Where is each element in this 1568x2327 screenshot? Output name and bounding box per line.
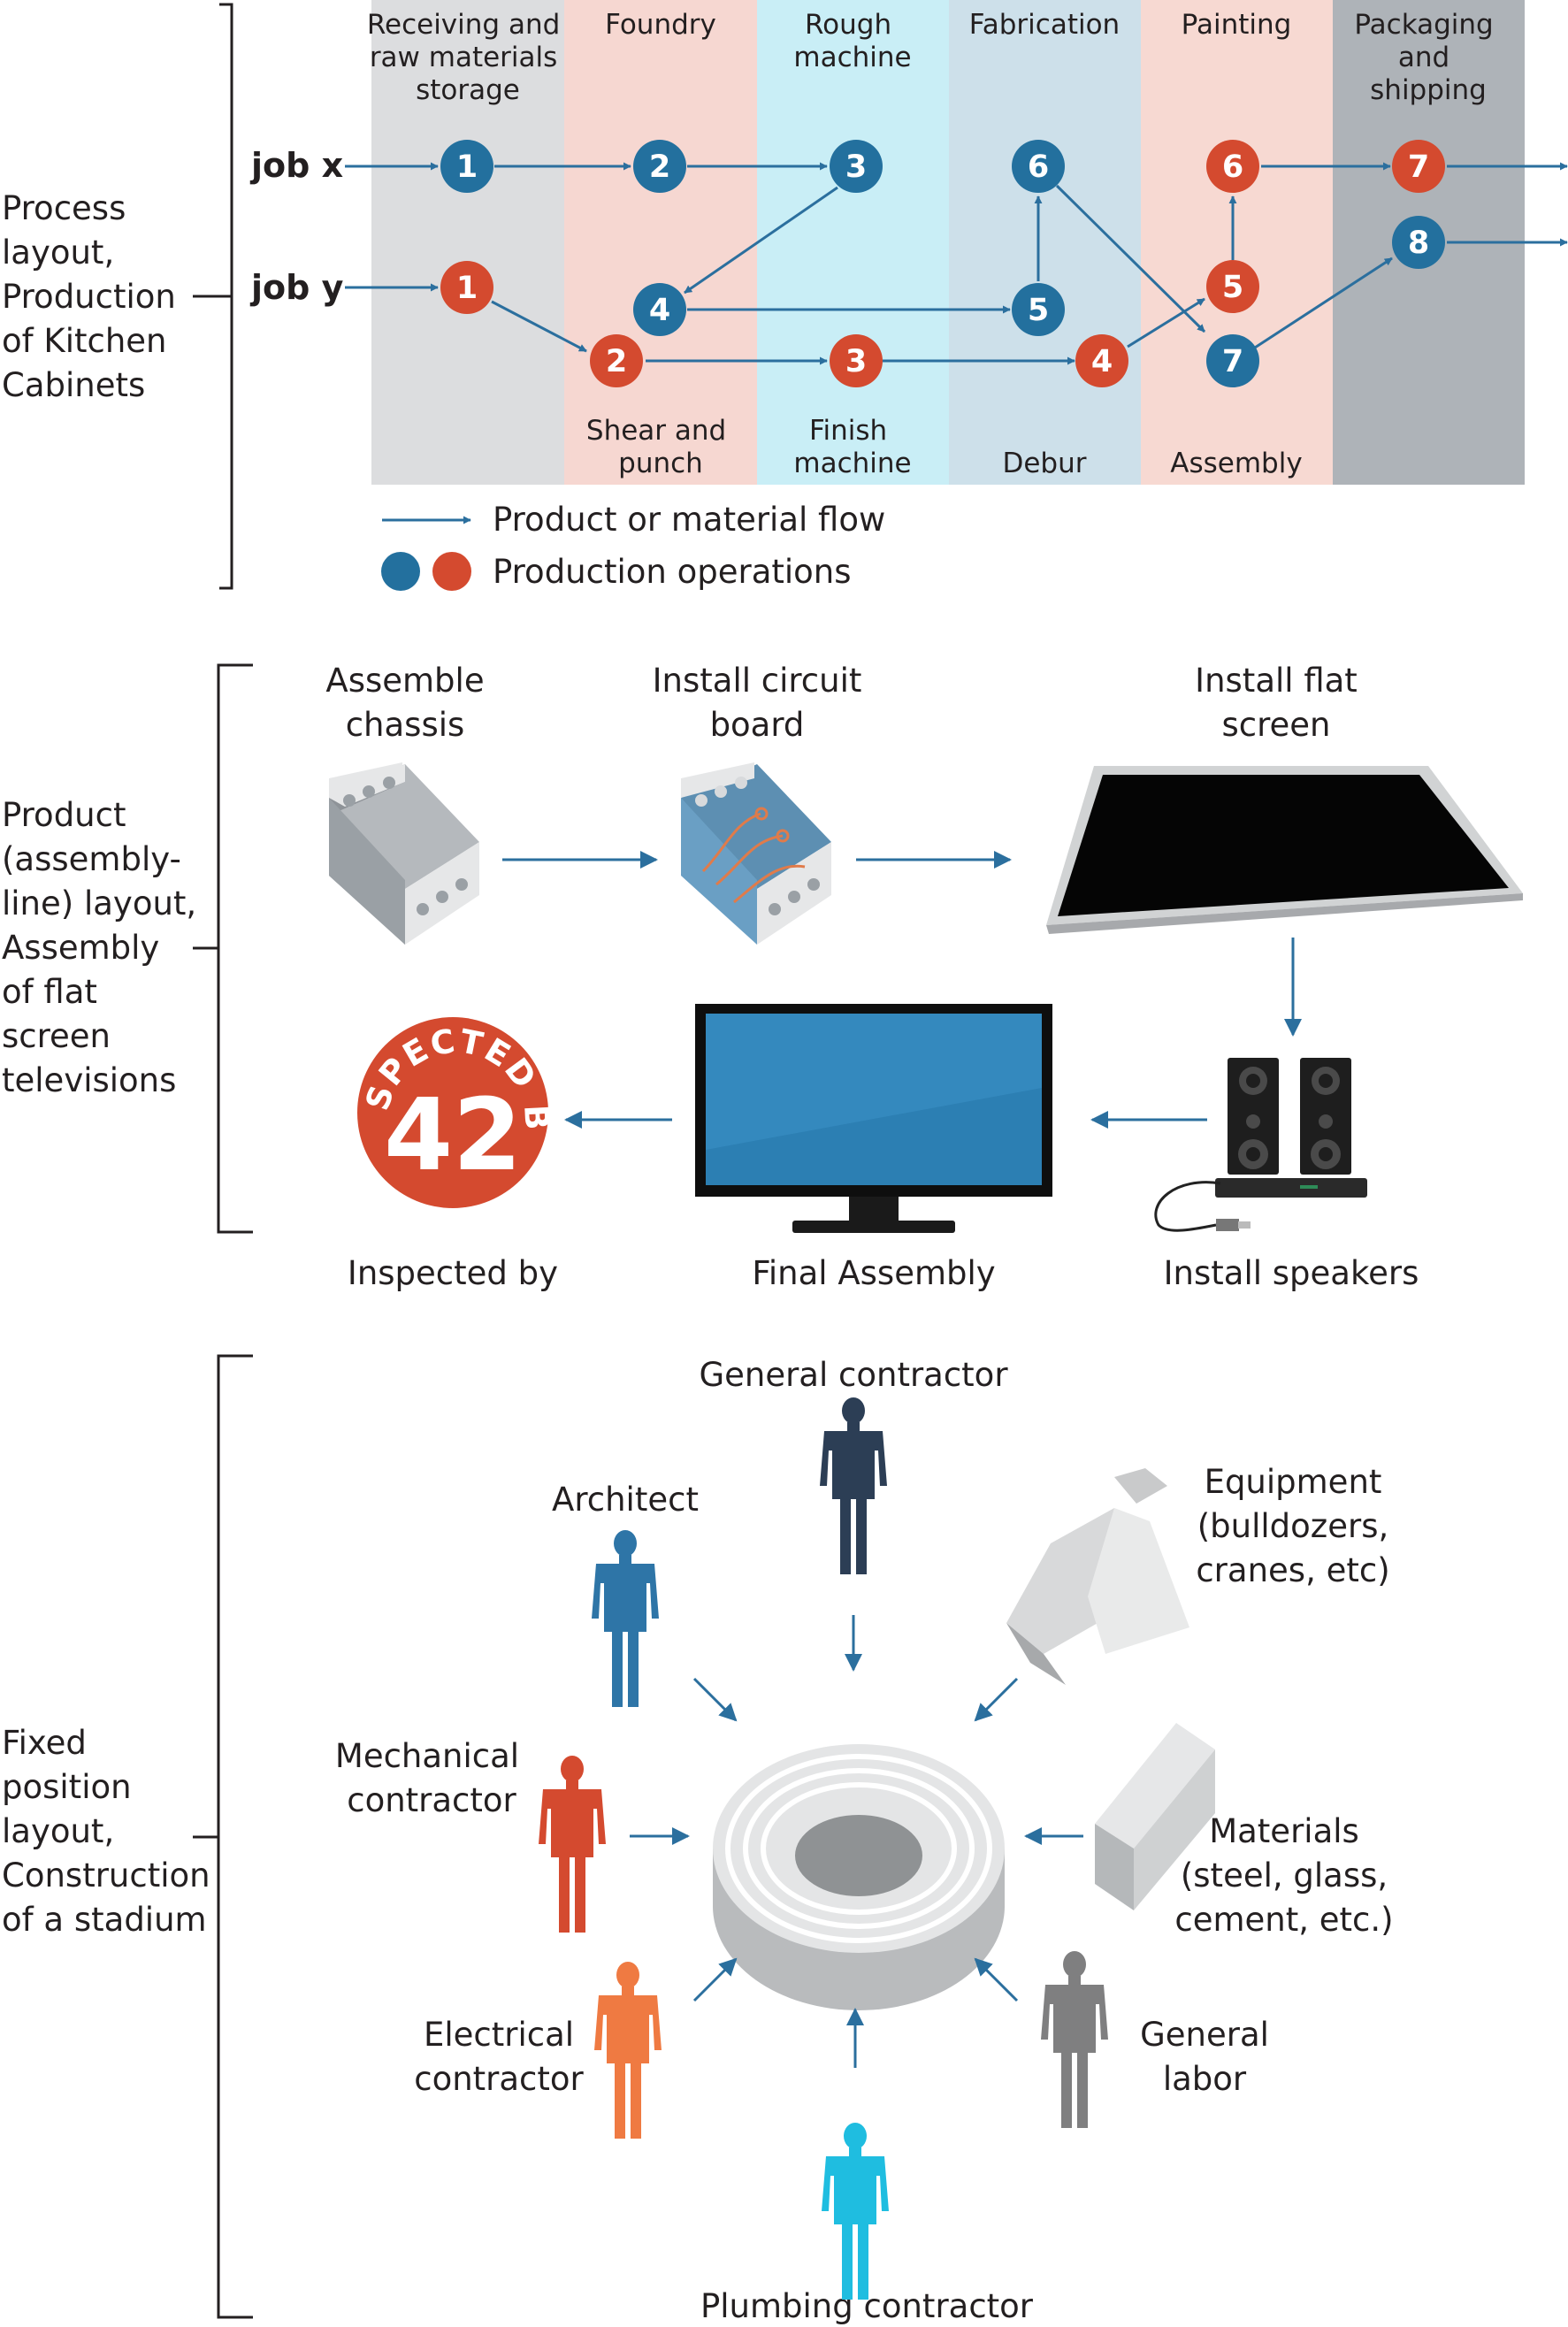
job-x-label: job x <box>249 146 343 185</box>
op-y-4: 4 <box>1075 334 1128 387</box>
svg-text:2: 2 <box>649 149 670 185</box>
op-y-2: 2 <box>590 334 643 387</box>
dept-label-rough-machine: Rough machine <box>793 9 911 73</box>
op-x-7-assembly: 7 <box>1206 334 1259 387</box>
fixed-layout-label: Fixed position layout, Construction of a… <box>2 1724 220 1939</box>
role-label-general-contractor: General contractor <box>699 1356 1008 1394</box>
converging-arrows <box>630 1615 1083 2068</box>
badge-number: 42 <box>384 1078 522 1193</box>
legend-blue-op <box>381 552 420 591</box>
step-label-final: Final Assembly <box>752 1254 995 1292</box>
dept-label-assembly: Assembly <box>1170 448 1302 479</box>
svg-text:4: 4 <box>1091 344 1113 379</box>
dept-fabrication <box>949 0 1141 485</box>
svg-text:6: 6 <box>1028 149 1049 185</box>
op-y-1: 1 <box>440 261 493 314</box>
legend-red-op <box>432 552 471 591</box>
process-layout-section: Process layout, Production of Kitchen Ca… <box>2 0 1568 591</box>
dept-receiving <box>371 0 564 485</box>
op-x-2: 2 <box>633 140 686 193</box>
dept-painting <box>1141 0 1333 485</box>
person-plumbing <box>822 2123 889 2300</box>
op-y-8: 8 <box>1392 216 1445 269</box>
role-label-equipment: Equipment(bulldozers,cranes, etc) <box>1196 1463 1389 1589</box>
dept-label-finish-machine: Finish machine <box>793 415 911 479</box>
op-x-1: 1 <box>440 140 493 193</box>
person-architect <box>592 1530 659 1707</box>
chassis-icon <box>329 762 479 945</box>
person-general-contractor <box>820 1397 887 1574</box>
role-label-architect: Architect <box>552 1481 699 1519</box>
op-x-5: 5 <box>1012 283 1065 336</box>
step-label-speakers: Install speakers <box>1164 1254 1419 1292</box>
equipment-icon <box>1006 1468 1189 1685</box>
svg-text:1: 1 <box>456 271 478 306</box>
flat-screen-panel-icon <box>1046 766 1523 934</box>
op-y-3: 3 <box>830 334 883 387</box>
person-general-labor <box>1041 1951 1108 2128</box>
circuit-board-icon <box>681 762 831 945</box>
svg-text:8: 8 <box>1408 226 1429 261</box>
svg-text:6: 6 <box>1222 149 1243 185</box>
role-label-materials: Materials(steel, glass,cement, etc.) <box>1174 1812 1393 1939</box>
stadium-icon <box>713 1744 1005 2010</box>
dept-label-receiving: Receiving and raw materials storage <box>367 9 569 106</box>
operation-nodes: 1 2 3 4 5 6 6 7 7 1 2 3 4 5 8 <box>440 140 1445 387</box>
dept-rough-machine <box>757 0 949 485</box>
process-layout-label: Process layout, Production of Kitchen Ca… <box>2 189 187 404</box>
op-x-6-painting: 6 <box>1206 140 1259 193</box>
dept-foundry <box>564 0 757 485</box>
op-x-4: 4 <box>633 283 686 336</box>
dept-label-packaging: Packaging and shipping <box>1354 9 1502 106</box>
dept-bottom-labels: Shear and punch Finish machine Debur Ass… <box>586 415 1303 479</box>
process-legend: Product or material flow Production oper… <box>381 501 885 591</box>
product-layout-label: Product (assembly- line) layout, Assembl… <box>2 796 207 1099</box>
materials-icon <box>1095 1723 1215 1910</box>
flow-arrows <box>345 162 1568 365</box>
person-electrical <box>594 1962 662 2139</box>
op-x-7-packaging: 7 <box>1392 140 1445 193</box>
svg-text:4: 4 <box>649 293 670 328</box>
dept-label-painting: Painting <box>1182 9 1292 41</box>
op-x-3: 3 <box>830 140 883 193</box>
svg-text:7: 7 <box>1222 344 1243 379</box>
dept-label-debur: Debur <box>1002 448 1086 479</box>
speakers-icon <box>1154 1058 1367 1232</box>
section-bracket <box>193 1354 253 2319</box>
op-y-5: 5 <box>1206 260 1259 313</box>
svg-text:2: 2 <box>606 344 627 379</box>
svg-text:5: 5 <box>1222 270 1243 305</box>
svg-text:3: 3 <box>845 149 867 185</box>
dept-label-fabrication: Fabrication <box>969 9 1120 41</box>
dept-top-labels: Receiving and raw materials storage Foun… <box>367 9 1502 106</box>
legend-ops-label: Production operations <box>493 553 852 591</box>
fixed-position-layout-section: Fixed position layout, Construction of a… <box>2 1354 1394 2325</box>
dept-label-foundry: Foundry <box>605 9 716 41</box>
person-mechanical <box>539 1756 606 1933</box>
section-bracket <box>193 663 253 1234</box>
step-label-inspected: Inspected by <box>348 1254 558 1292</box>
svg-text:3: 3 <box>845 344 867 379</box>
monitor-icon <box>695 1004 1052 1233</box>
dept-label-shear-punch: Shear and punch <box>586 415 735 479</box>
svg-text:1: 1 <box>456 149 478 185</box>
svg-text:7: 7 <box>1408 149 1429 185</box>
op-x-6-fabrication: 6 <box>1012 140 1065 193</box>
section-bracket <box>193 3 233 590</box>
role-labels: General contractor Architect Equipment(b… <box>335 1356 1394 2325</box>
job-y-label: job y <box>249 268 344 307</box>
legend-flow-label: Product or material flow <box>493 501 885 539</box>
svg-text:5: 5 <box>1028 293 1049 328</box>
